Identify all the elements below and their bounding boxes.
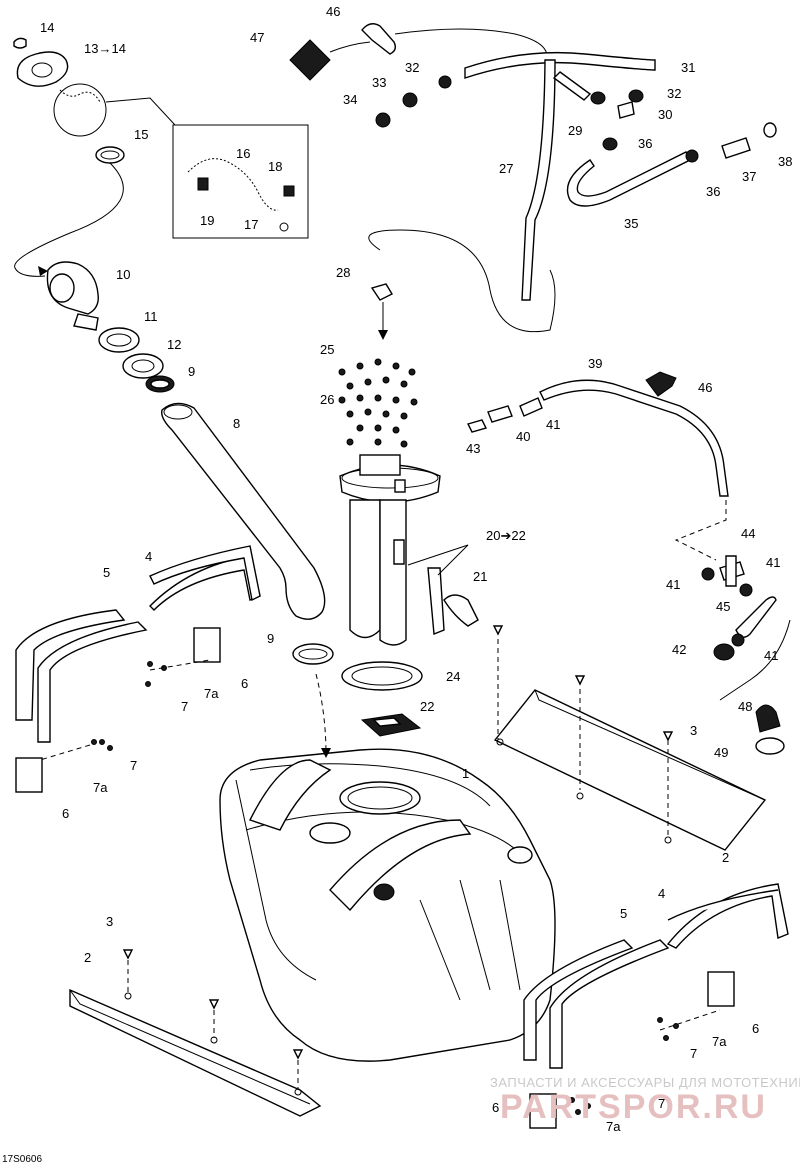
callout: 7a [93,780,108,795]
callout: 2 [84,950,91,965]
callout: 43 [466,441,480,456]
callout: 8 [233,416,240,431]
callout: 16 [236,146,250,161]
callout: 41 [764,648,778,663]
callout: 4 [145,549,152,564]
hose-clamp [292,643,334,665]
callout: 5 [103,565,110,580]
callout: 18 [268,159,282,174]
right-skid-plate [492,625,767,851]
callout: 6 [492,1100,499,1115]
callout: 41 [766,555,780,570]
callout: 20➔22 [486,528,526,543]
callout: 10 [116,267,130,282]
callout: 36 [638,136,652,151]
leader-curve-cap-to-neck [14,162,124,277]
callout: 6 [62,806,69,821]
callout: 27 [499,161,513,176]
callout: 2 [722,850,729,865]
supply-hose-assembly [466,371,791,755]
callout: 3 [106,914,113,929]
callout: 48 [738,699,752,714]
callout: 21 [473,569,487,584]
callout: 3 [690,723,697,738]
callout-labels: 14 13→14 15 16 18 19 17 10 11 12 9 8 46 … [2,4,792,1165]
callout: 9 [267,631,274,646]
callout: 22 [420,699,434,714]
callout: 4 [658,886,665,901]
callout: 42 [672,642,686,657]
callout: 47 [250,30,264,45]
callout: 7 [690,1046,697,1061]
callout: 41 [546,417,560,432]
callout: 35 [624,216,638,231]
filler-neck-assembly [46,261,326,620]
callout: 40 [516,429,530,444]
callout: 38 [778,154,792,169]
fuel-tank [219,673,556,1062]
left-skid-plate [69,949,322,1117]
drawing-code: 17S0606 [2,1154,42,1165]
arrow-head [38,266,48,276]
fuel-cap-assembly [13,37,309,239]
callout: 41 [666,577,680,592]
callout: 12 [167,337,181,352]
vent-hose-assembly [289,23,777,340]
callout: 34 [343,92,357,107]
callout: 7 [181,699,188,714]
callout: 14 [40,20,54,35]
callout: 24 [446,669,460,684]
callout: 25 [320,342,334,357]
screws-grid [338,358,418,448]
callout: 9 [188,364,195,379]
right-straps-brackets [523,883,789,1129]
callout: 6 [241,676,248,691]
callout: 7 [658,1096,665,1111]
callout: 45 [716,599,730,614]
callout: 26 [320,392,334,407]
callout: 39 [588,356,602,371]
callout: 46 [326,4,340,19]
callout: 1 [462,766,469,781]
callout: 46 [698,380,712,395]
callout: 31 [681,60,695,75]
callout: 7a [204,686,219,701]
callout: 7a [606,1119,621,1134]
callout: 19 [200,213,214,228]
callout: 28 [336,265,350,280]
callout: 5 [620,906,627,921]
fuel-pump-module [338,358,479,737]
callout: 44 [741,526,755,541]
callout: 11 [144,309,158,324]
callout: 13→14 [84,41,126,56]
callout: 30 [658,107,672,122]
callout: 7a [712,1034,727,1049]
callout: 29 [568,123,582,138]
callout: 17 [244,217,258,232]
watermark-tagline: ЗАПЧАСТИ И АКСЕССУАРЫ ДЛЯ МОТОТЕХНИКИ [490,1075,800,1090]
callout: 37 [742,169,756,184]
callout: 36 [706,184,720,199]
callout: 33 [372,75,386,90]
watermark-brand: PARTSPOR.RU [500,1088,767,1126]
callout: 49 [714,745,728,760]
callout: 7 [130,758,137,773]
callout: 32 [405,60,419,75]
callout: 15 [134,127,148,142]
callout: 32 [667,86,681,101]
callout: 6 [752,1021,759,1036]
left-straps-brackets [15,545,261,793]
